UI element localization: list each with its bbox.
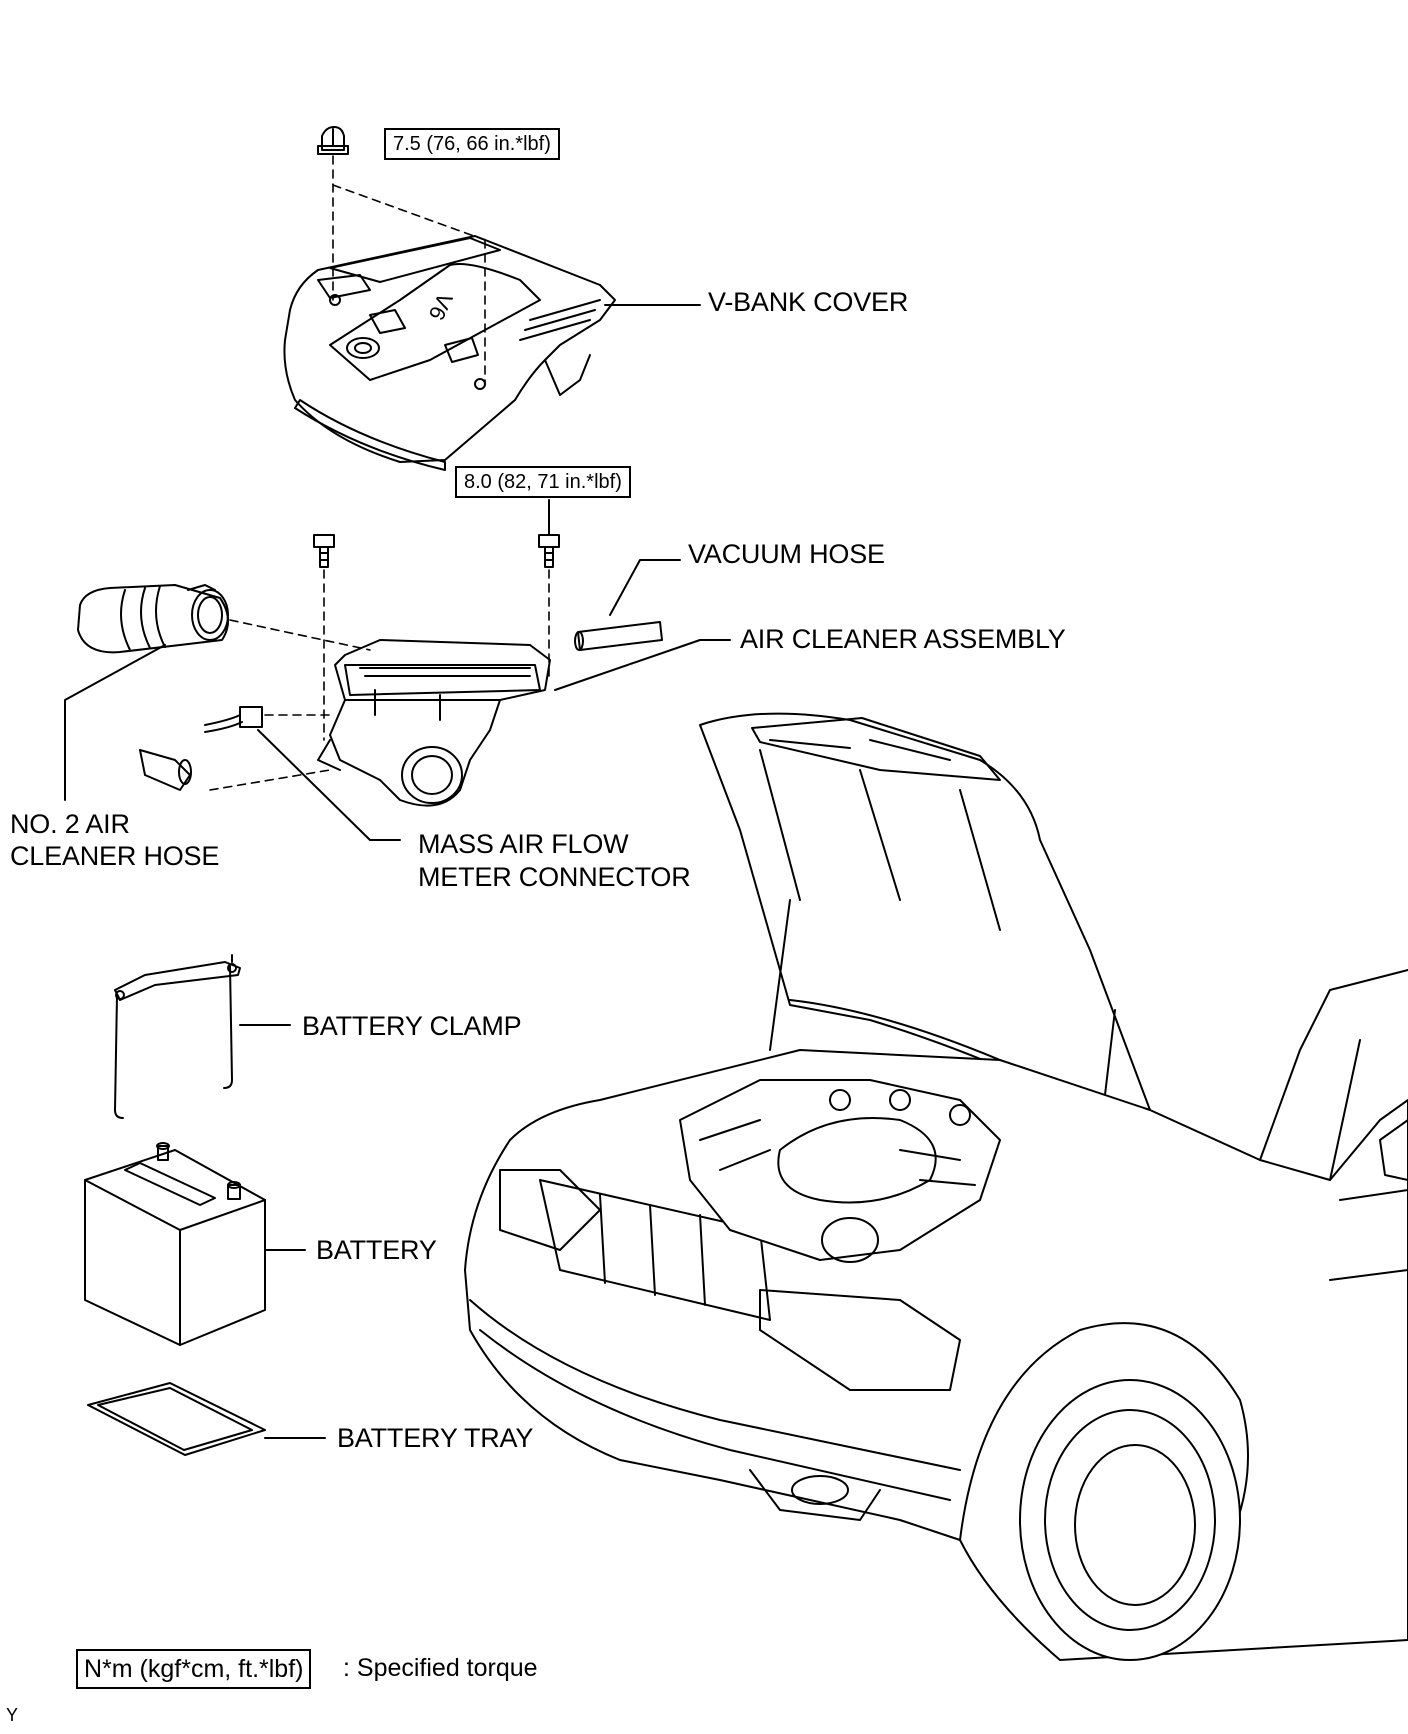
label-no2-air-cleaner-hose-line2: CLEANER HOSE xyxy=(10,841,220,871)
air-cleaner-assembly xyxy=(317,639,551,807)
vacuum-hose xyxy=(574,621,663,651)
mass-air-flow-connector xyxy=(204,706,263,733)
label-no2-air-cleaner-hose-line1: NO. 2 AIR xyxy=(10,809,130,839)
air-cleaner-bolt-right xyxy=(538,534,560,568)
air-cleaner-bolt-left xyxy=(313,534,335,568)
legend-description: : Specified torque xyxy=(343,1654,538,1682)
small-hose-fitting xyxy=(139,749,192,791)
label-battery-tray: BATTERY TRAY xyxy=(337,1423,534,1453)
corner-mark: Y xyxy=(6,1705,19,1725)
label-vacuum-hose: VACUUM HOSE xyxy=(688,539,885,569)
mass-air-flow-leader xyxy=(257,729,401,841)
battery-clamp xyxy=(114,954,241,1119)
label-mass-air-flow-line2: METER CONNECTOR xyxy=(418,862,691,892)
battery-tray xyxy=(87,1382,266,1456)
label-battery-clamp: BATTERY CLAMP xyxy=(302,1011,522,1041)
no2-air-cleaner-hose-leader xyxy=(64,644,166,801)
label-battery: BATTERY xyxy=(316,1235,437,1265)
v-bank-cover: V6 xyxy=(283,235,616,471)
torque-callout-air-cleaner-bolt: 8.0 (82, 71 in.*lbf) xyxy=(455,466,631,498)
air-cleaner-leader xyxy=(554,639,701,691)
vacuum-hose-leader xyxy=(609,559,681,616)
torque-callout-v-bank-nut: 7.5 (76, 66 in.*lbf) xyxy=(384,128,560,160)
label-mass-air-flow-line1: MASS AIR FLOW xyxy=(418,829,629,859)
vehicle-illustration xyxy=(464,712,1408,1661)
air-cleaner-dashed xyxy=(209,569,550,791)
v-bank-nut xyxy=(317,126,349,155)
label-air-cleaner-assembly: AIR CLEANER ASSEMBLY xyxy=(740,624,1066,654)
legend-unit-box: N*m (kgf*cm, ft.*lbf) xyxy=(76,1649,312,1689)
label-v-bank-cover: V-BANK COVER xyxy=(708,287,909,317)
battery xyxy=(84,1142,266,1346)
v-bank-leader-lines xyxy=(332,155,486,386)
no2-air-cleaner-hose xyxy=(77,584,229,654)
